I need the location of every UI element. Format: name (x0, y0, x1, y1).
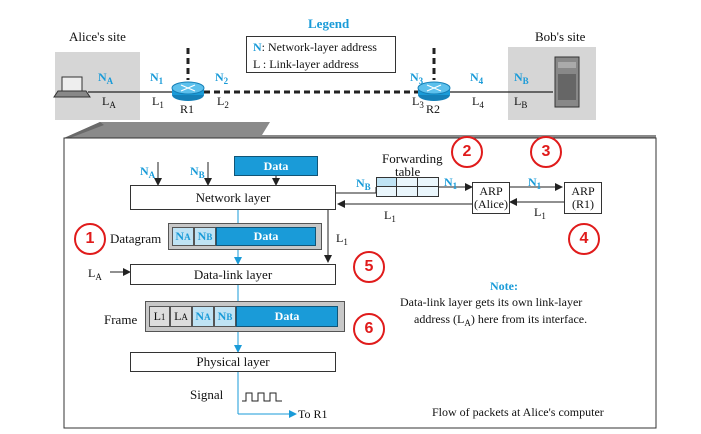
physical-layer-box: Physical layer (130, 352, 336, 372)
ft-n1: N1 (444, 175, 458, 191)
addr-l2: L2 (217, 94, 229, 110)
addr-l3: L3 (412, 94, 424, 110)
marker-1: 1 (74, 223, 106, 255)
addr-na: NA (98, 70, 114, 86)
addr-n3: N3 (410, 70, 424, 86)
signal-label: Signal (190, 387, 224, 402)
ft-nb: NB (356, 176, 371, 192)
l1-down: L1 (336, 231, 348, 247)
router-r1-label: R1 (180, 102, 195, 116)
input-data-block: Data (234, 156, 318, 176)
arp-alice-box: ARP(Alice) (472, 182, 510, 214)
addr-lb: LB (514, 94, 528, 110)
caption: Flow of packets at Alice's computer (432, 405, 604, 419)
marker-4: 4 (568, 223, 600, 255)
legend-box: N: Network-layer address L : Link-layer … (246, 36, 396, 73)
datagram-label: Datagram (110, 231, 162, 246)
bob-site-label: Bob's site (535, 29, 586, 44)
forwarding-table-label-2: table (395, 164, 421, 179)
input-nb: NB (190, 164, 205, 180)
forwarding-table-label-1: Forwarding (382, 151, 443, 166)
signal-waveform (242, 392, 282, 402)
to-r1-label: To R1 (298, 407, 328, 421)
addr-l4: L4 (472, 94, 484, 110)
note-line-2: address (LA) here from its interface. (414, 312, 588, 328)
addr-nb: NB (514, 70, 529, 86)
marker-5: 5 (353, 251, 385, 283)
arp-l1-right: L1 (534, 205, 546, 221)
addr-n4: N4 (470, 70, 484, 86)
arp-l1-left: L1 (384, 208, 396, 224)
router-r2-label: R2 (426, 102, 441, 116)
router-r1-icon (171, 81, 205, 101)
zoom-band (64, 122, 656, 138)
marker-2: 2 (451, 136, 483, 168)
arp-n1: N1 (528, 175, 542, 191)
data-link-layer-box: Data-link layer (130, 264, 336, 285)
datagram-data: Data (216, 227, 316, 246)
addr-n1: N1 (150, 70, 164, 86)
server-icon (554, 56, 580, 108)
note-title: Note: (490, 279, 518, 293)
addr-la: LA (102, 94, 116, 110)
addr-n2: N2 (215, 70, 229, 86)
arp-r1-box: ARP(R1) (564, 182, 602, 214)
marker-6: 6 (353, 313, 385, 345)
marker-3: 3 (530, 136, 562, 168)
forwarding-table (376, 177, 439, 197)
router-r2-icon (417, 81, 451, 101)
la-input: LA (88, 266, 102, 282)
laptop-icon (53, 76, 91, 98)
frame-data: Data (236, 306, 338, 327)
frame-label: Frame (104, 312, 138, 327)
note-line-1: Data-link layer gets its own link-layer (400, 295, 583, 309)
addr-l1: L1 (152, 94, 164, 110)
alice-site-label: Alice's site (69, 29, 126, 44)
input-na: NA (140, 164, 156, 180)
network-layer-box: Network layer (130, 185, 336, 210)
bob-site-background (508, 47, 596, 120)
legend-title: Legend (308, 16, 350, 31)
